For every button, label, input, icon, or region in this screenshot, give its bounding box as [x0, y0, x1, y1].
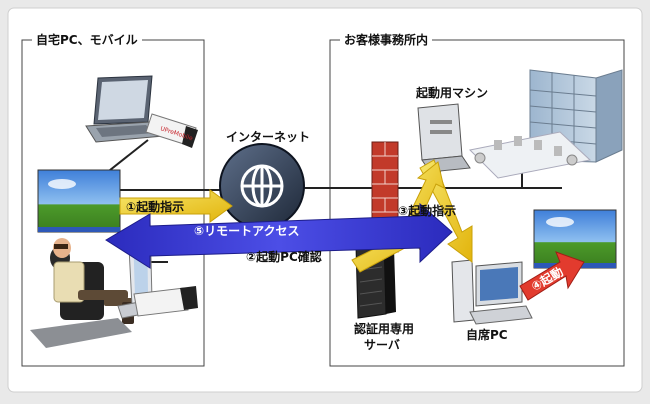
- internet-globe-icon: [219, 143, 305, 229]
- boot-machine-label: 起動用マシン: [416, 86, 489, 100]
- step5-label: ⑤リモートアクセス: [194, 224, 300, 238]
- laptop-icon: [85, 75, 166, 143]
- right-box-frame: [329, 39, 625, 367]
- home-desktop-screen: [37, 169, 121, 233]
- seat-pc-label: 自席PC: [466, 328, 508, 342]
- internet-label: インターネット: [226, 130, 311, 144]
- step4-boot-arrow: [519, 251, 585, 301]
- step2-label: ②起動PC確認: [246, 250, 322, 264]
- seat-pc-icon: [451, 259, 533, 325]
- step3-label: ③起動指示: [398, 204, 457, 218]
- step1-label: ①起動指示: [126, 200, 185, 214]
- step1-arrow: [119, 189, 233, 223]
- auth-server-label-line2: サーバ: [364, 338, 400, 352]
- usb-key-icon: UPreMobile: [145, 113, 198, 148]
- auth-server-label-line1: 認証用専用: [354, 322, 415, 336]
- home-mobile-box-title: 自宅PC、モバイル: [32, 32, 142, 48]
- step5-remote-access-arrow: [105, 202, 453, 269]
- office-desks-illustration: [468, 131, 592, 179]
- usb-key-icon-2: [133, 286, 198, 317]
- customer-office-box-title: お客様事務所内: [340, 32, 433, 48]
